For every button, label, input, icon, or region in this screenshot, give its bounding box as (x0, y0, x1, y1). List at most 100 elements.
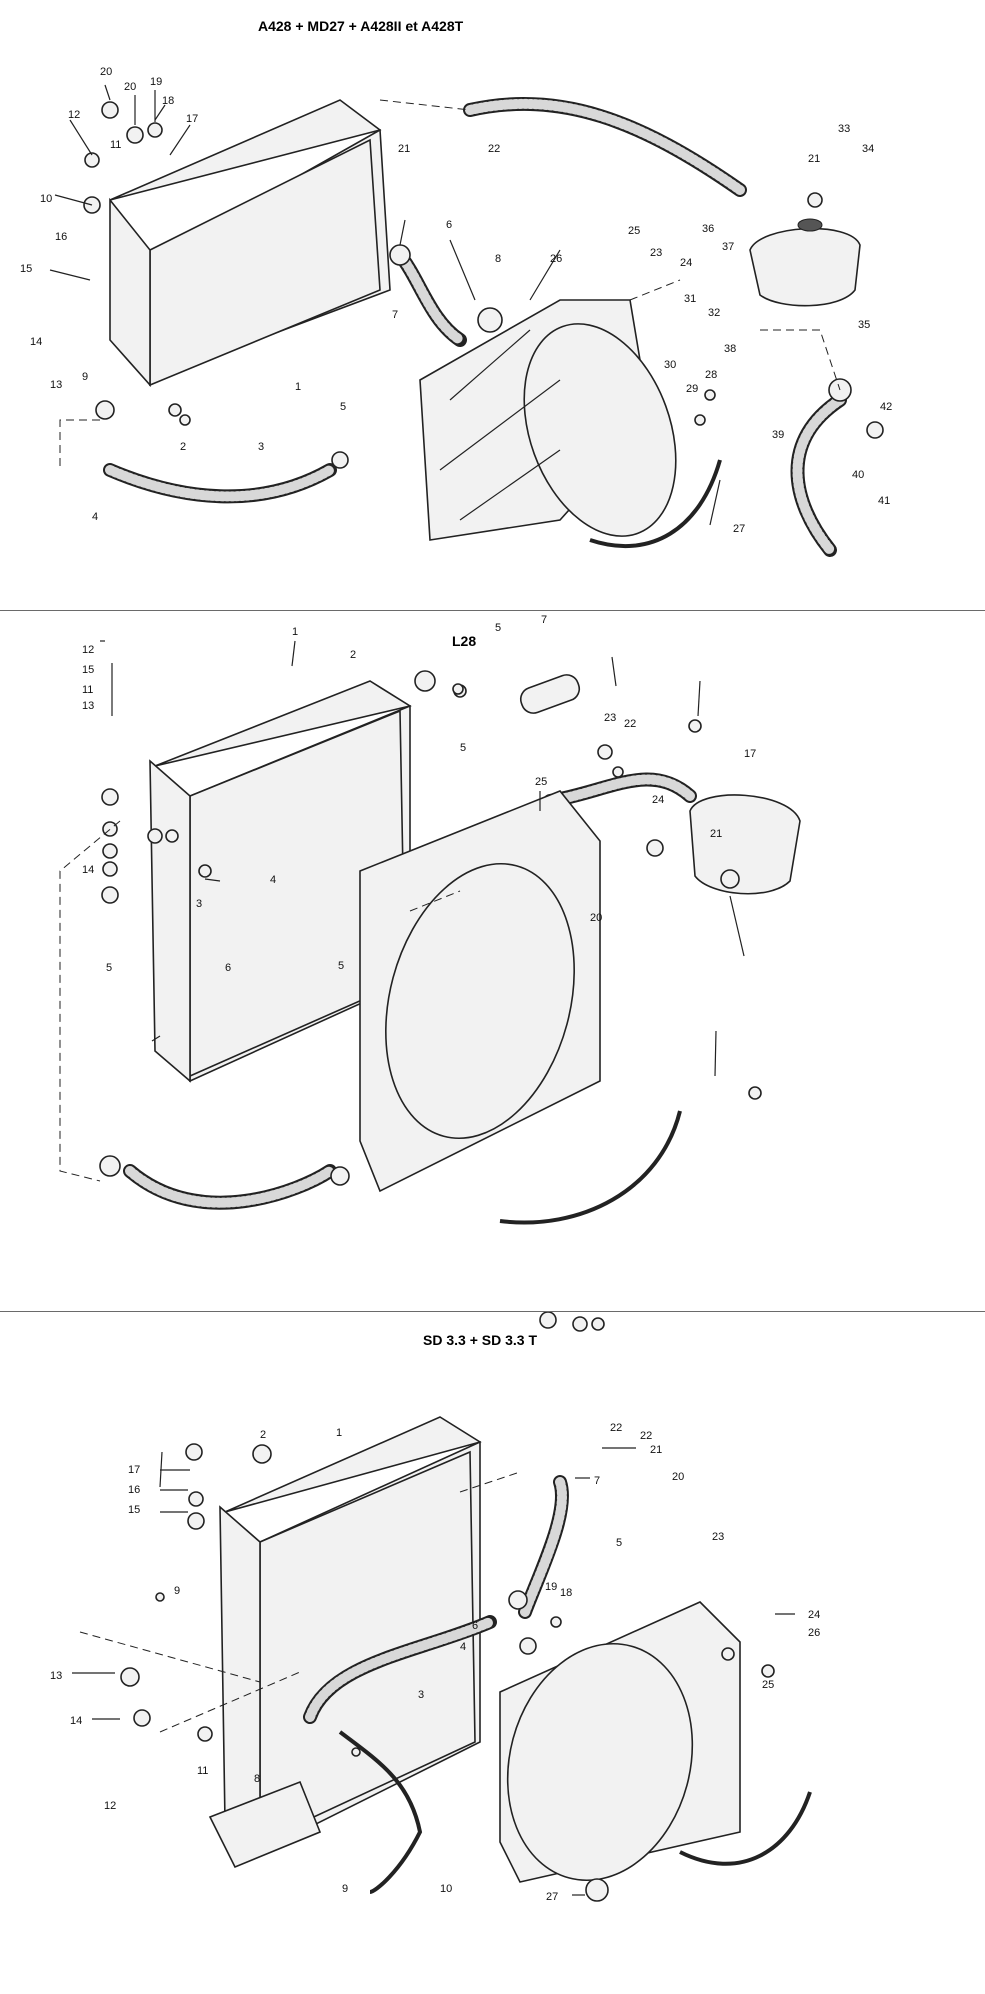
callout-11b: 11 (82, 684, 93, 696)
callout-27: 27 (546, 1891, 558, 1903)
callout-10: 10 (40, 193, 52, 205)
callout-13: 13 (50, 1670, 62, 1682)
callout-3: 3 (196, 898, 202, 910)
callout-6: 6 (472, 1620, 478, 1632)
callout-labels: 1 2 3 4 5 5 5 5 6 7 8 9 10 11 11 12 13 1… (82, 614, 756, 974)
callout-4: 4 (270, 874, 276, 886)
callout-28: 28 (705, 369, 717, 381)
fan-shroud (499, 1601, 741, 1883)
section-l28: L28 (0, 611, 985, 1311)
callout-14: 14 (30, 336, 42, 348)
section-divider (0, 1311, 985, 1312)
callout-31: 31 (684, 293, 696, 305)
callout-14: 14 (70, 1715, 82, 1727)
callout-24: 24 (652, 794, 664, 806)
callout-40: 40 (852, 469, 864, 481)
callout-labels: 1 2 3 4 5 6 7 8 9 10 11 12 13 14 15 16 1… (20, 66, 892, 535)
callout-17: 17 (744, 748, 756, 760)
section-title: SD 3.3 + SD 3.3 T (423, 1332, 537, 1348)
radiator (219, 1416, 482, 1854)
callout-14: 14 (82, 864, 94, 876)
callout-5b: 5 (460, 742, 466, 754)
exploded-diagram-l28: 1 2 3 4 5 5 5 5 6 7 8 9 10 11 11 12 13 1… (59, 614, 801, 1225)
callout-12: 12 (68, 109, 80, 121)
fan-shroud (419, 299, 677, 541)
section-sd33: SD 3.3 + SD 3.3 T (0, 1312, 985, 1994)
callout-17: 17 (186, 113, 198, 125)
callout-2: 2 (350, 649, 356, 661)
callout-15: 15 (82, 664, 94, 676)
callout-27: 27 (733, 523, 745, 535)
callout-1: 1 (292, 626, 298, 638)
callout-22: 22 (488, 143, 500, 155)
callout-37: 37 (722, 241, 734, 253)
callout-42: 42 (880, 401, 892, 413)
callout-7: 7 (594, 1475, 600, 1487)
callout-9a: 9 (174, 1585, 180, 1597)
callout-20a: 20 (100, 66, 112, 78)
callout-29: 29 (686, 383, 698, 395)
callout-22: 22 (624, 718, 636, 730)
callout-23: 23 (650, 247, 662, 259)
callout-36: 36 (702, 223, 714, 235)
callout-41: 41 (878, 495, 890, 507)
callout-13: 13 (50, 379, 62, 391)
exploded-diagram-a428: 1 2 3 4 5 6 7 8 9 10 11 12 13 14 15 16 1… (20, 66, 892, 557)
callout-30: 30 (664, 359, 676, 371)
callout-21a: 21 (398, 143, 410, 155)
callout-13: 13 (82, 700, 94, 712)
callout-23: 23 (712, 1531, 724, 1543)
callout-9b: 9 (342, 1883, 348, 1895)
callout-15: 15 (20, 263, 32, 275)
callout-2: 2 (180, 441, 186, 453)
leader-lines (100, 640, 745, 1077)
exploded-diagram-sd33: 1 2 3 4 5 6 7 8 9 9 10 11 12 13 14 15 16… (50, 1312, 820, 1903)
callout-38: 38 (724, 343, 736, 355)
callout-6: 6 (446, 219, 452, 231)
callout-16: 16 (128, 1484, 140, 1496)
callout-4: 4 (92, 511, 98, 523)
callout-11: 11 (110, 139, 121, 151)
callout-22a: 22 (610, 1422, 622, 1434)
callout-25: 25 (535, 776, 547, 788)
callout-17: 17 (128, 1464, 140, 1476)
callout-12: 12 (82, 644, 94, 656)
callout-21b: 21 (808, 153, 820, 165)
callout-33: 33 (838, 123, 850, 135)
callout-6: 6 (225, 962, 231, 974)
callout-34: 34 (862, 143, 874, 155)
callout-35: 35 (858, 319, 870, 331)
callout-26: 26 (808, 1627, 820, 1639)
callout-23: 23 (604, 712, 616, 724)
callout-20b: 20 (124, 81, 136, 93)
section-a428: A428 + MD27 + A428II et A428T (0, 0, 985, 610)
section-title: L28 (452, 633, 477, 649)
callout-1: 1 (336, 1427, 342, 1439)
radiator (109, 99, 391, 388)
callout-39: 39 (772, 429, 784, 441)
callout-24: 24 (680, 257, 692, 269)
callout-19: 19 (150, 76, 162, 88)
callout-5: 5 (340, 401, 346, 413)
section-divider (0, 610, 985, 611)
callout-1: 1 (295, 381, 301, 393)
callout-7: 7 (541, 614, 547, 626)
callout-10: 10 (440, 1883, 452, 1895)
callout-21: 21 (710, 828, 722, 840)
callout-7: 7 (392, 309, 398, 321)
section-title: A428 + MD27 + A428II et A428T (258, 18, 464, 34)
callout-18: 18 (162, 95, 174, 107)
leader-lines (49, 84, 721, 526)
callout-21: 21 (650, 1444, 662, 1456)
callout-22b: 22 (640, 1430, 652, 1442)
callout-5: 5 (616, 1537, 622, 1549)
callout-11: 11 (197, 1765, 208, 1777)
expansion-tank (208, 1780, 322, 1869)
callout-18: 18 (560, 1587, 572, 1599)
callout-labels: 1 2 3 4 5 6 7 8 9 9 10 11 12 13 14 15 16… (50, 1422, 820, 1903)
callout-20: 20 (590, 912, 602, 924)
callout-8: 8 (495, 253, 501, 265)
callout-4: 4 (460, 1641, 466, 1653)
callout-16: 16 (55, 231, 67, 243)
callout-5a: 5 (495, 622, 501, 634)
